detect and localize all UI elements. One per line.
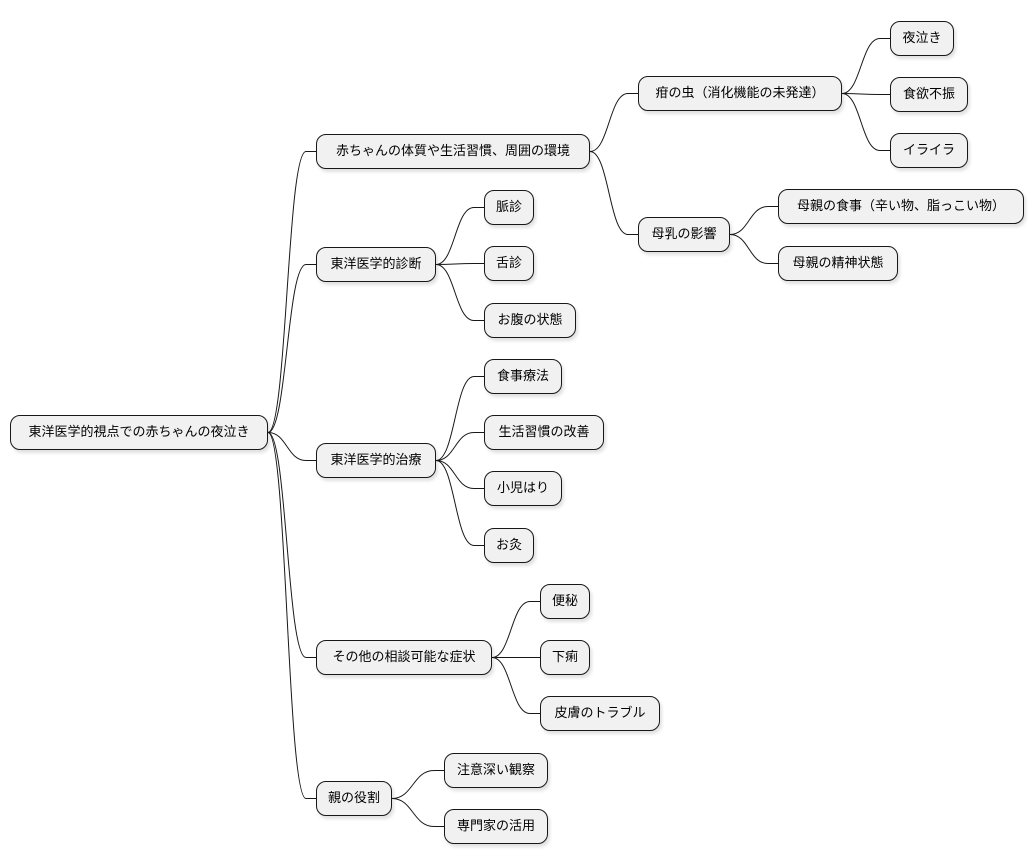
edge-node-diagnosis-to-node-abdomen-diagnosis <box>435 264 484 321</box>
edge-root-node-to-node-diagnosis <box>267 264 316 433</box>
edge-node-other-symptoms-to-node-skin-trouble <box>491 657 540 714</box>
edge-node-constitution-to-node-breastmilk <box>589 151 638 235</box>
node-tongue-diagnosis: 舌診 <box>484 246 534 281</box>
edge-root-node-to-node-parent-role <box>267 432 316 799</box>
edge-node-breastmilk-to-node-mother-diet <box>729 206 778 235</box>
edge-root-node-to-node-constitution <box>267 151 316 433</box>
edge-node-diagnosis-to-node-pulse-diagnosis <box>435 207 484 265</box>
edge-node-diagnosis-to-node-tongue-diagnosis <box>435 263 484 265</box>
node-careful-observation: 注意深い観察 <box>444 753 548 788</box>
node-symptom-yonaki: 夜泣き <box>890 21 954 56</box>
edge-root-node-to-node-other-symptoms <box>267 432 316 658</box>
node-diet-therapy: 食事療法 <box>484 359 562 394</box>
edge-node-parent-role-to-node-use-experts <box>391 798 444 827</box>
node-lifestyle: 生活習慣の改善 <box>484 415 604 450</box>
node-diarrhea: 下痢 <box>540 640 590 675</box>
edge-node-parent-role-to-node-careful-observation <box>391 770 444 799</box>
edge-node-kannomushi-to-node-symptom-irritation <box>841 93 890 151</box>
edge-node-kannomushi-to-node-symptom-yonaki <box>841 38 890 94</box>
node-symptom-appetite: 食欲不振 <box>890 77 968 112</box>
node-parent-role: 親の役割 <box>316 781 392 816</box>
node-kannomushi: 疳の虫（消化機能の未発達） <box>638 76 842 111</box>
node-mother-mental: 母親の精神状態 <box>778 246 898 281</box>
node-treatment: 東洋医学的治療 <box>316 443 436 478</box>
node-other-symptoms: その他の相談可能な症状 <box>316 640 492 675</box>
edge-node-constitution-to-node-kannomushi <box>589 93 638 152</box>
node-moxibustion: お灸 <box>484 528 534 563</box>
edge-node-other-symptoms-to-node-constipation <box>491 601 540 658</box>
node-constitution: 赤ちゃんの体質や生活習慣、周囲の環境 <box>316 134 590 169</box>
node-diagnosis: 東洋医学的診断 <box>316 247 436 282</box>
root-node: 東洋医学的視点での赤ちゃんの夜泣き <box>10 415 268 450</box>
node-mother-diet: 母親の食事（辛い物、脂っこい物） <box>778 189 1024 224</box>
node-breastmilk: 母乳の影響 <box>638 217 730 252</box>
edge-node-treatment-to-node-lifestyle <box>435 432 484 461</box>
edge-node-breastmilk-to-node-mother-mental <box>729 234 778 264</box>
node-constipation: 便秘 <box>540 584 590 619</box>
node-skin-trouble: 皮膚のトラブル <box>540 696 660 731</box>
node-symptom-irritation: イライラ <box>890 133 968 168</box>
node-pulse-diagnosis: 脈診 <box>484 190 534 225</box>
node-abdomen-diagnosis: お腹の状態 <box>484 303 576 338</box>
node-use-experts: 専門家の活用 <box>444 809 548 844</box>
edge-node-treatment-to-node-diet-therapy <box>435 376 484 461</box>
edge-node-treatment-to-node-pediatric-acupuncture <box>435 460 484 489</box>
node-pediatric-acupuncture: 小児はり <box>484 471 562 506</box>
edge-root-node-to-node-treatment <box>267 432 316 461</box>
edge-node-treatment-to-node-moxibustion <box>435 460 484 546</box>
edge-node-kannomushi-to-node-symptom-appetite <box>841 93 890 95</box>
